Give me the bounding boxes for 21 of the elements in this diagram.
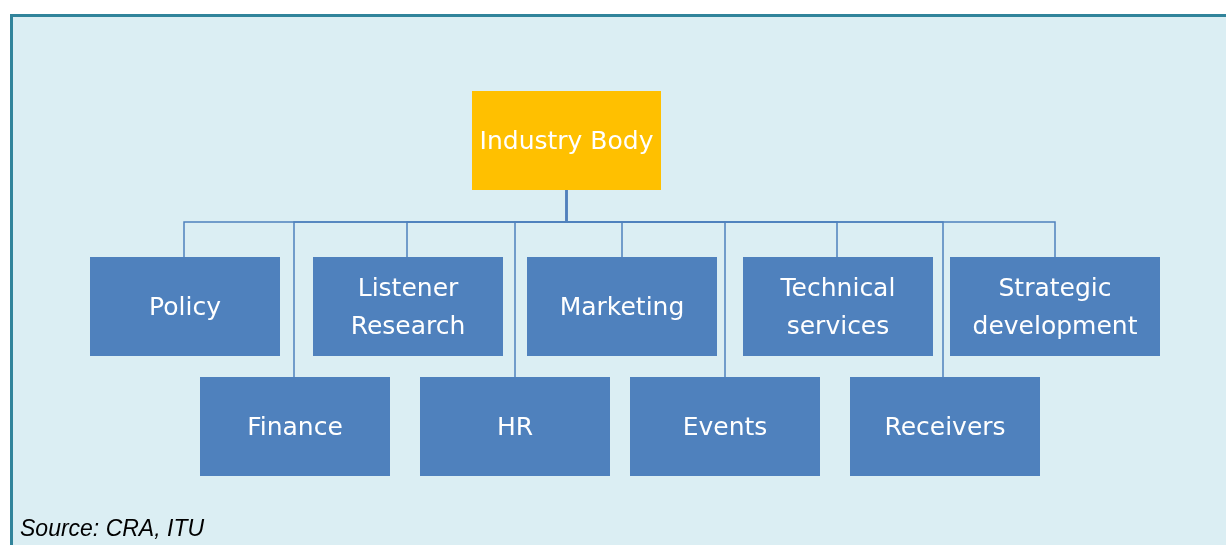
department-box bbox=[313, 257, 503, 356]
box-label: Receivers bbox=[884, 410, 1006, 443]
source-note: Source: CRA, ITU bbox=[20, 515, 205, 542]
box-label: Strategic development bbox=[971, 271, 1139, 342]
department-box bbox=[950, 257, 1160, 356]
box-label: Technical services bbox=[779, 271, 897, 342]
box-label: HR bbox=[496, 410, 534, 443]
department-box bbox=[630, 377, 820, 476]
box-label: Industry Body bbox=[479, 124, 654, 157]
department-box bbox=[850, 377, 1040, 476]
box-label: Policy bbox=[149, 290, 221, 323]
root-box bbox=[472, 91, 661, 190]
department-box bbox=[527, 257, 717, 356]
box-label: Finance bbox=[247, 410, 343, 443]
department-box bbox=[200, 377, 390, 476]
department-box bbox=[420, 377, 610, 476]
box-label: Events bbox=[682, 410, 768, 443]
department-box bbox=[90, 257, 280, 356]
box-label: Listener Research bbox=[349, 271, 467, 342]
department-box bbox=[743, 257, 933, 356]
box-label: Marketing bbox=[559, 290, 685, 323]
